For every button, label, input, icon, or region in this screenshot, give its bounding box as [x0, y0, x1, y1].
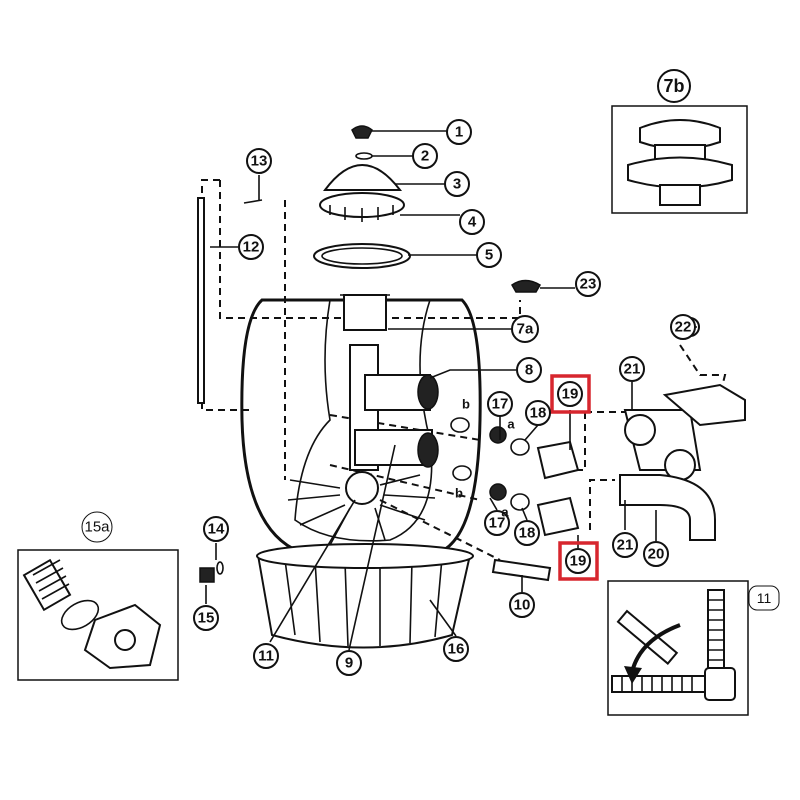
svg-text:15: 15 — [198, 610, 215, 627]
inset-11: 11 — [607, 580, 780, 716]
svg-text:8: 8 — [525, 362, 533, 379]
callout-17-bottom[interactable]: 17 — [484, 510, 510, 536]
svg-text:2: 2 — [421, 148, 429, 165]
callout-12[interactable]: 12 — [238, 234, 264, 260]
svg-text:21: 21 — [624, 361, 641, 378]
svg-text:23: 23 — [580, 276, 597, 293]
svg-text:14: 14 — [208, 521, 225, 538]
svg-text:9: 9 — [345, 655, 353, 672]
internal-pipes — [287, 344, 439, 546]
svg-text:19: 19 — [562, 386, 579, 403]
callout-18-bottom[interactable]: 18 — [514, 520, 540, 546]
svg-text:18: 18 — [519, 525, 536, 542]
svg-text:18: 18 — [530, 405, 547, 422]
callout-14[interactable]: 14 — [203, 516, 229, 542]
callout-3[interactable]: 3 — [444, 171, 470, 197]
svg-text:12: 12 — [243, 239, 260, 256]
svg-text:13: 13 — [251, 153, 268, 170]
sub-label-a-bottom: a — [501, 505, 509, 520]
callout-22[interactable]: 22 — [670, 314, 696, 340]
callout-15[interactable]: 15 — [193, 605, 219, 631]
callout-9[interactable]: 9 — [336, 650, 362, 676]
callout-19-bottom[interactable]: 19 — [565, 548, 591, 574]
svg-text:11: 11 — [258, 648, 274, 665]
inset-7b: 7b — [611, 69, 748, 214]
svg-text:17: 17 — [492, 396, 509, 413]
callout-17-top[interactable]: 17 — [487, 391, 513, 417]
callout-21-top[interactable]: 21 — [619, 356, 645, 382]
callout-11[interactable]: 11 — [253, 643, 279, 669]
sub-label-a-top: a — [507, 417, 515, 432]
callout-8[interactable]: 8 — [516, 357, 542, 383]
callout-20[interactable]: 20 — [643, 541, 669, 567]
sub-label-b-bottom: b — [455, 486, 463, 501]
callout-18-top[interactable]: 18 — [525, 400, 551, 426]
callout-7a[interactable]: 7a — [511, 315, 539, 343]
callout-16[interactable]: 16 — [443, 636, 469, 662]
callout-21-bottom[interactable]: 21 — [612, 532, 638, 558]
side-parts — [197, 197, 746, 583]
svg-text:15a: 15a — [84, 519, 110, 536]
callout-15a[interactable]: 15a — [81, 511, 113, 543]
svg-text:5: 5 — [485, 247, 493, 264]
svg-text:21: 21 — [617, 537, 634, 554]
svg-text:16: 16 — [448, 641, 465, 658]
callout-5[interactable]: 5 — [476, 242, 502, 268]
svg-text:10: 10 — [514, 597, 531, 614]
callout-11-inset[interactable] — [748, 585, 780, 611]
callout-10[interactable]: 10 — [509, 592, 535, 618]
callout-2[interactable]: 2 — [412, 143, 438, 169]
svg-text:19: 19 — [570, 553, 587, 570]
svg-text:17: 17 — [489, 515, 506, 532]
callout-13[interactable]: 13 — [246, 148, 272, 174]
svg-text:3: 3 — [453, 176, 461, 193]
svg-text:22: 22 — [675, 319, 692, 336]
top-parts — [313, 125, 411, 331]
svg-text:20: 20 — [648, 546, 665, 563]
svg-text:7b: 7b — [663, 76, 684, 96]
callout-1[interactable]: 1 — [446, 119, 472, 145]
sub-label-b-top: b — [462, 397, 470, 412]
svg-text:11: 11 — [757, 590, 772, 606]
callout-4[interactable]: 4 — [459, 209, 485, 235]
filter-tank — [240, 298, 482, 649]
callout-7b[interactable]: 7b — [657, 69, 691, 103]
inset-15a: 15a — [17, 511, 179, 681]
highlight-box-19-bottom — [558, 541, 599, 581]
callout-19-top[interactable]: 19 — [557, 381, 583, 407]
highlight-box-19-top — [550, 374, 591, 414]
svg-text:7a: 7a — [517, 321, 534, 338]
svg-text:1: 1 — [455, 124, 463, 141]
svg-text:4: 4 — [468, 214, 477, 231]
callout-23[interactable]: 23 — [575, 271, 601, 297]
